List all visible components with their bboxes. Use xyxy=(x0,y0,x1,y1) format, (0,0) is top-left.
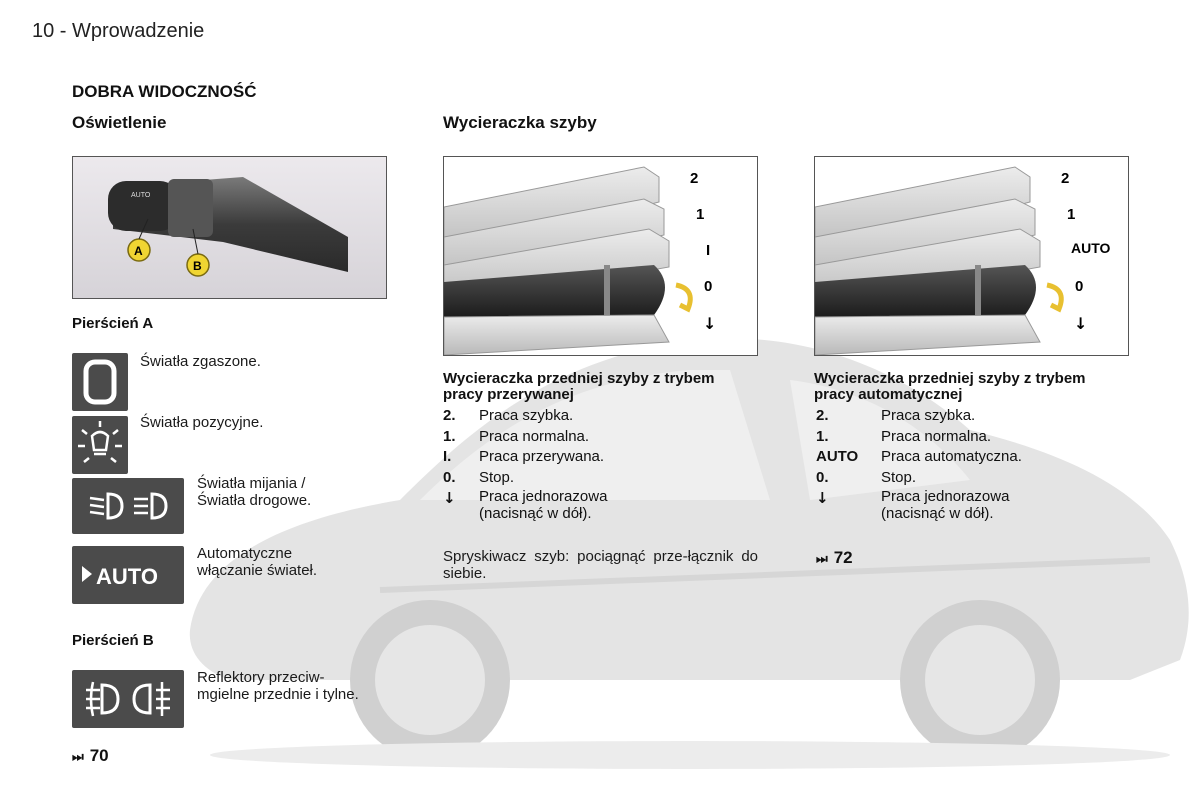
list-item: 2. Praca szybka. xyxy=(443,406,743,427)
auto-lights-icon: AUTO xyxy=(72,546,184,604)
wiper2-pos-0: 0 xyxy=(1075,278,1083,295)
wiper1-pos-1: 1 xyxy=(696,206,704,223)
auto-lights-icon-text: AUTO xyxy=(96,564,158,589)
washer-instruction: Spryskiwacz szyb: pociągnąć prze-łącznik… xyxy=(443,548,758,582)
wiper-automatic-heading: Wycieraczka przedniej szyby z trybem pra… xyxy=(814,370,1086,403)
page-reference-icon: ⏭ xyxy=(816,551,828,566)
wiper1-pos-down: ↓ xyxy=(703,314,716,333)
ring-b-item-1: Reflektory przeciw-mgielne przednie i ty… xyxy=(197,669,359,703)
list-item-key: 1. xyxy=(816,427,829,445)
fog-lights-icon xyxy=(72,670,184,728)
list-item: 1. Praca normalna. xyxy=(816,427,1116,448)
list-item: 2. Praca szybka. xyxy=(816,406,1116,427)
list-item-key: 2. xyxy=(816,407,829,424)
wiper-figure-automatic: 2 1 AUTO 0 ↓ xyxy=(814,156,1129,356)
ring-a-item-4: Automatyczne włączanie świateł. xyxy=(197,545,318,579)
list-item-text: Praca przerywana. xyxy=(479,448,605,465)
list-item: AUTO Praca automatyczna. xyxy=(816,447,1116,468)
list-item: I. Praca przerywana. xyxy=(443,447,743,468)
wiper2-pos-1: 1 xyxy=(1067,206,1075,223)
list-item: ↓ Praca jednorazowa (nacisnąć w dół). xyxy=(443,488,743,522)
lights-off-icon xyxy=(72,353,128,411)
lighting-page-reference[interactable]: ⏭70 xyxy=(72,746,109,765)
list-item-key: 2. xyxy=(443,407,456,424)
page-reference-icon: ⏭ xyxy=(72,749,84,764)
stalk-auto-label: AUTO xyxy=(131,192,151,199)
wiper-intermittent-list: 2. Praca szybka. 1. Praca normalna. I. Prac… xyxy=(443,406,743,522)
list-item-key: ↓ xyxy=(816,489,829,507)
lighting-title: Oświetlenie xyxy=(72,113,167,132)
position-lights-icon xyxy=(72,416,128,474)
ring-a-item-1: Światła zgaszone. xyxy=(140,353,261,370)
lighting-stalk-figure: AUTO A B xyxy=(72,156,387,299)
list-item: 1. Praca normalna. xyxy=(443,427,743,448)
ring-a-item-3: Światła mijania / Światła drogowe. xyxy=(197,475,312,509)
ring-a-title: Pierścień A xyxy=(72,315,154,332)
wiper2-pos-auto: AUTO xyxy=(1071,240,1111,256)
list-item: 0. Stop. xyxy=(816,468,1116,489)
list-item-text: Praca normalna. xyxy=(881,427,992,445)
list-item-key: AUTO xyxy=(816,448,859,465)
page-header: 10 - Wprowadzenie xyxy=(32,20,205,42)
ring-b-title: Pierścień B xyxy=(72,632,154,649)
dipped-main-beam-icon xyxy=(72,478,184,534)
list-item-text: Praca automatyczna. xyxy=(881,448,1022,465)
list-item-text: Praca normalna. xyxy=(479,427,590,445)
list-item: 0. Stop. xyxy=(443,468,743,489)
background-car-illustration xyxy=(189,338,1189,769)
list-item-text: Praca szybka. xyxy=(479,407,574,424)
wiper1-pos-0: 0 xyxy=(704,278,712,295)
ring-b-marker-label: B xyxy=(193,259,202,273)
list-item-text: Praca szybka. xyxy=(881,407,976,424)
list-item-key: 0. xyxy=(443,468,456,486)
wiper1-pos-i: I xyxy=(706,242,710,259)
list-item: ↓ Praca jednorazowa (nacisnąć w dół). xyxy=(816,488,1116,522)
ring-a-marker-label: A xyxy=(134,244,143,258)
wiper-intermittent-heading: Wycieraczka przedniej szyby z trybem pra… xyxy=(443,370,715,403)
list-item-text: Praca jednorazowa (nacisnąć w dół). xyxy=(881,488,1010,522)
wiper2-pos-2: 2 xyxy=(1061,170,1069,187)
wipers-page-reference[interactable]: ⏭72 xyxy=(816,548,853,567)
wiper1-pos-2: 2 xyxy=(690,170,698,187)
ring-a-item-2: Światła pozycyjne. xyxy=(140,414,264,431)
list-item-text: Stop. xyxy=(479,468,515,486)
section-title: DOBRA WIDOCZNOŚĆ xyxy=(72,82,257,101)
wipers-title: Wycieraczka szyby xyxy=(443,113,597,132)
wiper2-pos-down: ↓ xyxy=(1074,314,1087,333)
list-item-text: Stop. xyxy=(881,468,917,486)
wiper-figure-intermittent: 2 1 I 0 ↓ xyxy=(443,156,758,356)
list-item-text: Praca jednorazowa (nacisnąć w dół). xyxy=(479,488,608,522)
wiper-automatic-list: 2. Praca szybka. 1. Praca normalna. AUTO Pr… xyxy=(816,406,1116,522)
list-item-key: 1. xyxy=(443,427,456,445)
list-item-key: I. xyxy=(443,448,452,465)
list-item-key: ↓ xyxy=(443,489,456,507)
list-item-key: 0. xyxy=(816,468,829,486)
